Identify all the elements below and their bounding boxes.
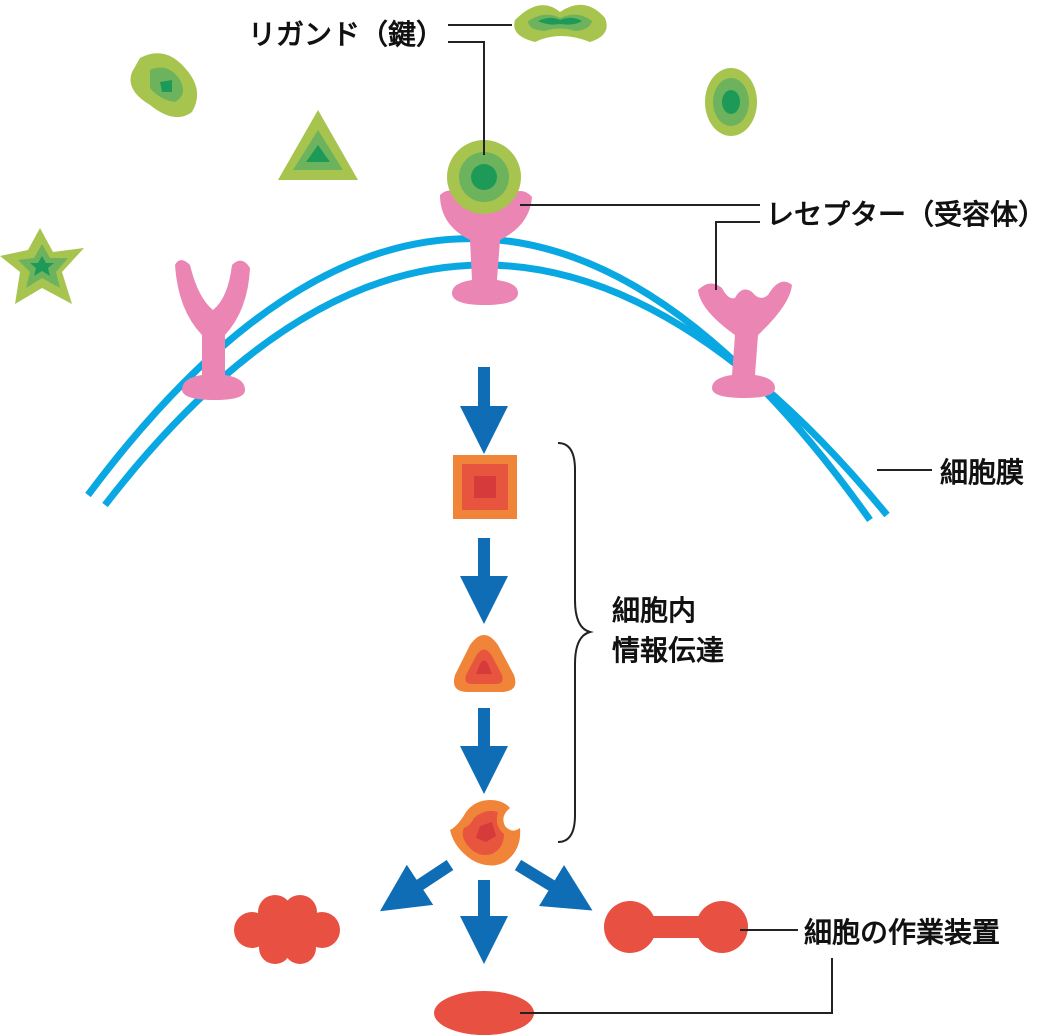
arrow-to-dumbbell: [514, 859, 593, 911]
ligand-peanut: [514, 4, 607, 42]
intracellular-brace: [557, 442, 594, 843]
leader-lines: [448, 24, 932, 1014]
intracellular-label-line2: 情報伝達: [612, 634, 724, 667]
signal-square: [453, 455, 517, 519]
receptors: [175, 190, 792, 400]
intracellular-label-line1: 細胞内: [612, 594, 696, 627]
ligand-bound-leader: [448, 41, 485, 155]
effector-ellipse: [434, 991, 534, 1035]
signal-triangle: [453, 635, 516, 692]
floating-ligands: [0, 4, 757, 304]
ligand-label: リガンド（鍵）: [248, 18, 444, 51]
receptor-right: [698, 281, 792, 398]
signal-molecules: [450, 455, 521, 866]
ligand-star: [0, 228, 84, 304]
receptor-left: [175, 260, 250, 400]
arrow-to-cloud: [379, 859, 454, 912]
ligand-blob: [130, 53, 198, 118]
effector-cloud: [234, 895, 340, 964]
effector-label: 細胞の作業装置: [804, 916, 1000, 949]
ligand-oval: [705, 68, 757, 136]
ligand-triangle: [278, 110, 358, 180]
receptor-label: レセプター（受容体）: [766, 198, 1046, 231]
receptor-center: [440, 190, 532, 305]
effectors: [234, 895, 748, 1035]
effector-dumbbell: [604, 901, 748, 953]
membrane-label: 細胞膜: [940, 456, 1024, 489]
effector-leader-ellipse: [520, 958, 833, 1014]
signal-arrows: [379, 367, 593, 964]
signal-notched-circle: [450, 800, 521, 866]
receptor-leader-right: [715, 221, 760, 290]
bound-ligand: [447, 140, 521, 214]
